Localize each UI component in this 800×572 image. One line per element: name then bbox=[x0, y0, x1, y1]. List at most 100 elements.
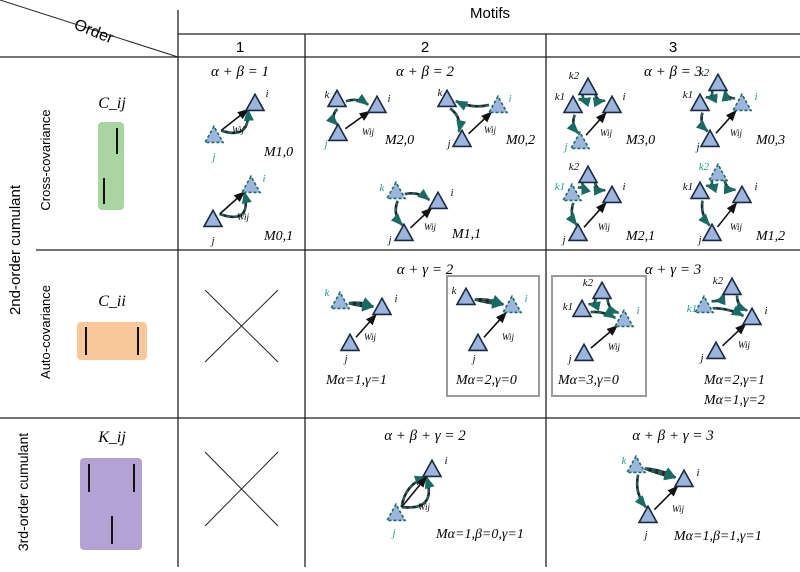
node-triangle bbox=[561, 182, 583, 202]
node-label: k2 bbox=[713, 275, 724, 287]
motif-label-m11: M1,1 bbox=[451, 227, 481, 242]
node-triangle bbox=[741, 306, 763, 326]
node-label: k2 bbox=[569, 161, 580, 173]
node-triangle bbox=[244, 92, 266, 112]
node-label: k1 bbox=[555, 181, 565, 193]
node-triangle bbox=[573, 342, 595, 362]
node-triangle bbox=[202, 208, 224, 228]
motif-label-ma1b1g1: Mα=1,β=1,γ=1 bbox=[673, 529, 762, 544]
node-triangle bbox=[701, 222, 723, 242]
col-header-2: 2 bbox=[421, 39, 429, 56]
edge-weight-label: Wij bbox=[364, 332, 377, 342]
second-order-label: 2nd-order cumulant bbox=[7, 184, 24, 315]
node-label: j bbox=[698, 352, 703, 364]
node-label: k2 bbox=[583, 277, 594, 289]
node-label: j bbox=[209, 235, 214, 247]
node-triangle bbox=[567, 222, 589, 242]
node-triangle bbox=[705, 340, 727, 360]
edge-solid bbox=[653, 485, 679, 511]
edge-dashed bbox=[577, 94, 592, 107]
order-header: Order bbox=[72, 16, 117, 47]
edge-dashed bbox=[712, 306, 745, 317]
node-label: j bbox=[562, 141, 567, 153]
third-order-label: 3rd-order cumulant bbox=[15, 433, 31, 551]
motif-label-m21: M2,1 bbox=[625, 229, 655, 244]
node-triangle bbox=[339, 332, 361, 352]
motif-label-m30: M3,0 bbox=[625, 133, 655, 148]
node-triangle bbox=[571, 298, 593, 318]
node-label: j bbox=[445, 138, 450, 150]
edge-solid bbox=[467, 111, 493, 135]
node-triangle bbox=[421, 458, 443, 478]
node-label: i bbox=[754, 181, 757, 193]
node-triangle bbox=[707, 162, 729, 182]
edge-solid bbox=[401, 476, 428, 508]
node-label: j bbox=[696, 234, 701, 246]
node-label: j bbox=[566, 353, 571, 365]
edge-weight-label: Wij bbox=[608, 342, 621, 352]
auto-covariance-label: Auto-covariance bbox=[38, 285, 53, 379]
edge-dashed bbox=[577, 181, 591, 196]
edge-dashed bbox=[449, 107, 467, 133]
node-label: i bbox=[450, 187, 453, 199]
node-triangle bbox=[689, 92, 711, 112]
edge-solid bbox=[410, 207, 433, 229]
motif-label-ma3g0: Mα=3,γ=0 bbox=[557, 373, 619, 388]
motif-label-m10: M1,0 bbox=[263, 145, 293, 160]
edge-dashed bbox=[348, 301, 375, 312]
cii-label: C_ii bbox=[98, 293, 126, 310]
edge-dashed bbox=[565, 202, 578, 227]
edge-weight-label: Wij bbox=[730, 222, 743, 232]
node-triangle bbox=[613, 308, 635, 328]
motif-label-m01: M0,1 bbox=[263, 229, 293, 244]
edge-solid bbox=[355, 313, 377, 338]
kij-label: K_ij bbox=[97, 429, 126, 446]
edge-dashed bbox=[723, 179, 737, 195]
node-label: i bbox=[622, 181, 625, 193]
node-triangle bbox=[427, 190, 449, 210]
edge-dashed bbox=[705, 180, 719, 194]
motif-label-ma1g2: Mα=1,γ=2 bbox=[703, 393, 765, 408]
node-label: k2 bbox=[569, 70, 580, 82]
node-triangle bbox=[326, 88, 348, 108]
edge-solid bbox=[219, 191, 246, 215]
edge-weight-label: Wij bbox=[237, 212, 250, 222]
motif-label-ma2g0: Mα=2,γ=0 bbox=[455, 373, 517, 388]
edge-weight-label: Wij bbox=[502, 332, 515, 342]
edge-weight-label: Wij bbox=[598, 222, 611, 232]
edge-solid bbox=[583, 201, 607, 228]
motif-label-m02: M0,2 bbox=[505, 133, 535, 148]
node-label: i bbox=[387, 93, 390, 105]
node-label: k1 bbox=[683, 181, 693, 193]
eq-r1c1: α + β = 1 bbox=[211, 64, 269, 80]
node-triangle bbox=[569, 130, 591, 150]
node-label: i bbox=[754, 91, 757, 103]
node-triangle bbox=[577, 76, 599, 96]
node-triangle bbox=[393, 222, 415, 242]
node-label: j bbox=[642, 529, 647, 541]
highlight-box-a2g0 bbox=[446, 275, 540, 397]
edge-solid bbox=[483, 311, 507, 338]
eq-r1c2: α + β = 2 bbox=[396, 64, 455, 80]
edge-solid bbox=[585, 111, 607, 136]
edge-solid bbox=[715, 109, 737, 134]
edge-dashed bbox=[219, 190, 252, 218]
node-label: i bbox=[622, 91, 625, 103]
edge-dashed bbox=[634, 474, 647, 509]
node-triangle bbox=[501, 294, 523, 314]
node-label: i bbox=[394, 293, 397, 305]
node-triangle bbox=[327, 122, 349, 142]
edge-solid bbox=[590, 325, 618, 349]
cross-covariance-label: Cross-covariance bbox=[38, 109, 53, 210]
node-triangle bbox=[693, 294, 715, 314]
